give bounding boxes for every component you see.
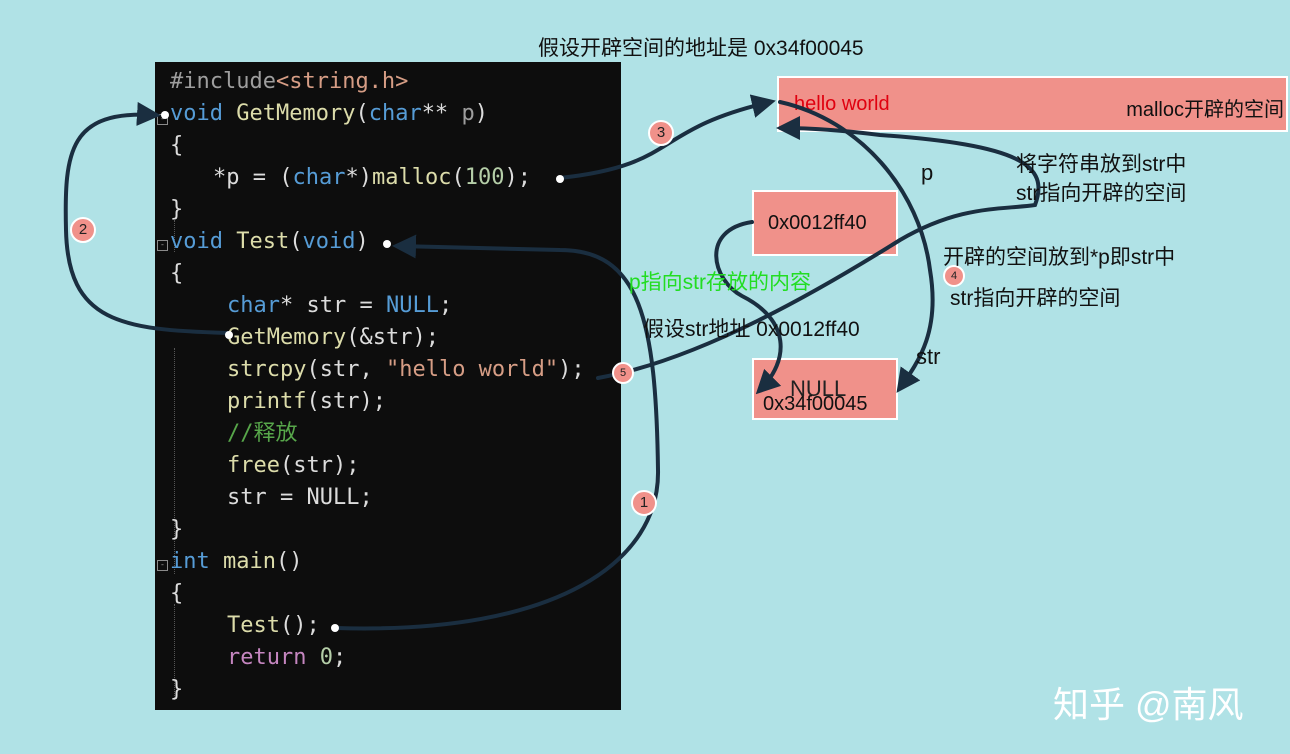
code-line-include: #include<string.h> <box>170 69 409 94</box>
code-line-main-signature: int main() <box>170 549 303 574</box>
code-line-brace-close: } <box>170 517 184 542</box>
arrow-step-5 <box>596 116 1041 380</box>
watermark: 知乎 @南风 <box>1053 684 1244 725</box>
arrow-step-1 <box>334 234 661 631</box>
code-line-assign-null: str = NULL; <box>227 485 373 510</box>
code-line-test-signature: void Test(void) <box>170 229 369 254</box>
str-new-value: 0x34f00045 <box>763 393 868 415</box>
fold-toggle-main[interactable]: - <box>157 560 168 571</box>
label-assume-str-address: 假设str地址 0x0012ff40 <box>643 318 860 341</box>
label-space-to-p: 开辟的空间放到*p即str中 <box>943 246 1176 269</box>
heap-memory-box: hello world malloc开辟的空间 <box>777 76 1288 132</box>
code-line-strcpy: strcpy(str, "hello world"); <box>227 357 585 382</box>
code-line-return: return 0; <box>227 645 347 670</box>
step-badge-3: 3 <box>648 120 674 146</box>
p-address-value: 0x0012ff40 <box>768 212 867 234</box>
code-line-brace-open: { <box>170 581 184 606</box>
code-line-malloc: *p = (char*)malloc(100); <box>213 165 531 190</box>
code-line-comment: //释放 <box>227 421 298 446</box>
label-str-points-space: str指向开辟的空间 <box>950 287 1121 310</box>
code-line-free: free(str); <box>227 453 360 478</box>
label-str-points-heap: str指向开辟的空间 <box>1016 182 1187 205</box>
heap-label: malloc开辟的空间 <box>1126 99 1284 121</box>
step-badge-2: 2 <box>70 217 96 243</box>
diagram-title: 假设开辟空间的地址是 0x34f00045 <box>538 37 864 60</box>
code-line-brace-close: } <box>170 197 184 222</box>
p-address-box: 0x0012ff40 <box>752 190 898 256</box>
label-str: str <box>916 344 941 369</box>
step-badge-1: 1 <box>631 490 657 516</box>
code-line-call-getmemory: GetMemory(&str); <box>227 325 439 350</box>
label-p-points-str: p指向str存放的内容 <box>629 271 812 294</box>
step-badge-5: 5 <box>612 362 634 384</box>
code-line-printf: printf(str); <box>227 389 386 414</box>
arrow-p-to-str <box>714 220 783 395</box>
code-line-brace-open: { <box>170 133 184 158</box>
code-line-brace-open: { <box>170 261 184 286</box>
code-line-getmemory-signature: void GetMemory(char** p) <box>170 101 488 126</box>
code-line-call-test: Test(); <box>227 613 320 638</box>
fold-toggle-test[interactable]: - <box>157 240 168 251</box>
arrow-step-2 <box>63 101 230 335</box>
step-badge-4: 4 <box>943 265 965 287</box>
label-put-string: 将字符串放到str中 <box>1016 153 1187 176</box>
arrow-step-4 <box>778 100 935 393</box>
code-line-brace-close: } <box>170 677 184 702</box>
arrow-step-3 <box>558 94 776 180</box>
str-old-value: NULL <box>790 376 847 401</box>
code-line-str-decl: char* str = NULL; <box>227 293 453 318</box>
label-p: p <box>921 160 934 185</box>
heap-content: hello world <box>794 93 890 115</box>
